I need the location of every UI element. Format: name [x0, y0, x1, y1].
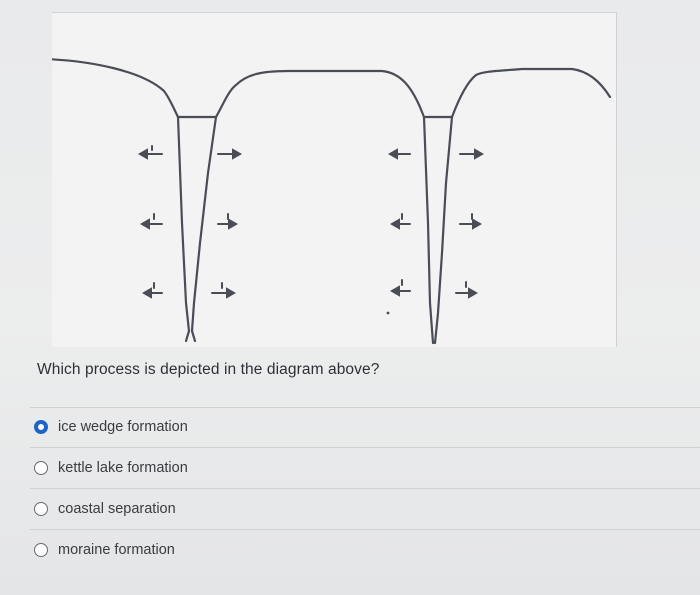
diagram-frame: [52, 12, 617, 347]
radio-unselected-icon[interactable]: [34, 461, 48, 475]
arrow-right-4: [459, 148, 485, 160]
arrow-left-2: [139, 213, 163, 230]
option-coastal-separation[interactable]: coastal separation: [34, 496, 176, 522]
radio-unselected-icon[interactable]: [34, 502, 48, 516]
ice-wedge-diagram: [52, 58, 612, 345]
arrow-right-6: [455, 281, 479, 299]
divider: [30, 488, 700, 489]
radio-selected-icon[interactable]: [34, 420, 48, 434]
option-moraine-formation[interactable]: moraine formation: [34, 537, 175, 563]
divider: [30, 407, 700, 408]
right-wedge-outline: [422, 115, 454, 345]
option-label: moraine formation: [58, 542, 175, 558]
divider: [30, 447, 700, 448]
arrow-right-1: [217, 148, 243, 160]
left-wedge-tip: [184, 329, 197, 343]
arrow-right-5: [459, 213, 483, 230]
arrow-left-5: [389, 213, 411, 230]
option-label: coastal separation: [58, 501, 176, 517]
divider: [30, 529, 700, 530]
arrow-left-3: [141, 282, 163, 299]
option-label: ice wedge formation: [58, 419, 188, 435]
left-wedge-outline: [176, 115, 218, 333]
stray-dot: [386, 311, 390, 315]
ground-surface-line: [52, 58, 612, 119]
arrow-left-6: [389, 279, 411, 297]
arrow-right-3: [211, 282, 237, 299]
arrow-left-4: [387, 148, 411, 160]
arrow-left-1: [137, 145, 163, 160]
radio-unselected-icon[interactable]: [34, 543, 48, 557]
arrow-right-2: [217, 213, 239, 230]
option-kettle-lake-formation[interactable]: kettle lake formation: [34, 455, 188, 481]
option-ice-wedge-formation[interactable]: ice wedge formation: [34, 414, 188, 440]
question-text: Which process is depicted in the diagram…: [37, 361, 380, 378]
option-label: kettle lake formation: [58, 460, 188, 476]
